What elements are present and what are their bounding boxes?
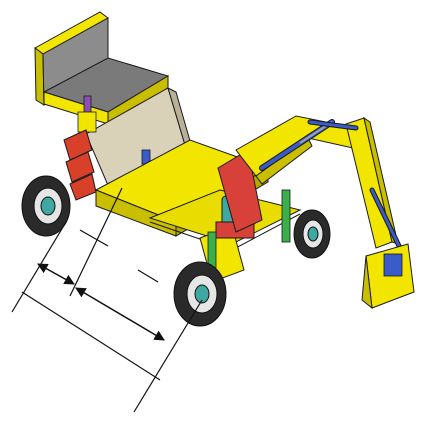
arm-cylinder bbox=[307, 119, 359, 131]
short-offset-arrow bbox=[37, 263, 75, 285]
overall-length-line bbox=[21, 291, 161, 381]
front-left-wheel bbox=[21, 175, 71, 237]
wheel-hub bbox=[40, 196, 56, 216]
bucket bbox=[361, 243, 415, 310]
counterweight bbox=[63, 129, 97, 201]
bucket-cylinder bbox=[369, 187, 403, 251]
wheelbase-arrow bbox=[75, 287, 165, 341]
operator-cabin bbox=[85, 87, 193, 191]
front-right-wheel bbox=[173, 261, 227, 327]
arm bbox=[345, 116, 399, 249]
rear-wheel bbox=[293, 209, 331, 259]
seat-backrest bbox=[34, 11, 109, 106]
wheel-hub bbox=[194, 284, 210, 304]
wheel-hub bbox=[307, 226, 319, 242]
